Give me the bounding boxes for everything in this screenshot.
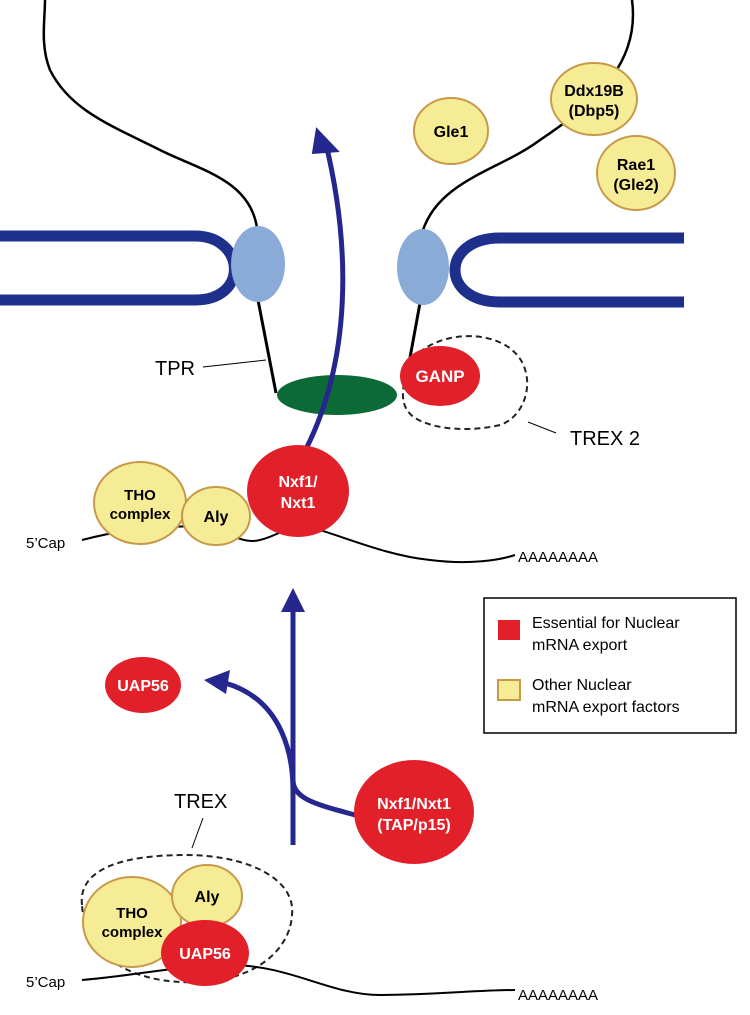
tpr-label: TPR — [155, 358, 195, 380]
uap56-free-label: UAP56 — [117, 678, 169, 695]
uap56-release-arrow — [224, 680, 296, 791]
tho-label-upper-line2: complex — [110, 506, 172, 523]
legend-swatch-other — [497, 679, 521, 701]
uap56-label-lower: UAP56 — [179, 946, 231, 963]
ganp-factor — [400, 346, 480, 406]
polya-label-lower: AAAAAAAA — [518, 987, 598, 1004]
uap56-factor-lower — [161, 920, 249, 986]
nuclear-basket — [277, 375, 397, 415]
rae1-factor — [596, 135, 676, 211]
cytoplasmic-filament-left — [42, 0, 259, 229]
trex2-pointer — [527, 421, 557, 434]
nuclear-envelope-right — [449, 232, 684, 308]
nuclear-envelope-left — [0, 230, 240, 306]
nxf1-join-arrow — [290, 779, 356, 818]
nxf1-tap-factor — [354, 760, 474, 864]
ganp-label: GANP — [415, 367, 464, 386]
nxf1-factor-upper — [247, 445, 349, 537]
nxf1-tap-label-line2: (TAP/p15) — [377, 817, 450, 834]
trex-pointer — [191, 817, 204, 849]
cap-label-lower: 5’Cap — [26, 974, 65, 991]
legend-box — [483, 597, 737, 734]
tpr-pointer — [202, 359, 267, 368]
basket-filament-left — [256, 299, 278, 394]
legend-other-line1: Other Nuclear — [532, 677, 632, 694]
tho-label-lower-line2: complex — [102, 924, 164, 941]
nuclear-pore-left — [231, 226, 285, 302]
export-arrow-upper-head — [311, 127, 340, 154]
nxf1-label-upper-line2: Nxt1 — [281, 495, 316, 512]
legend-essential-line1: Essential for Nuclear — [532, 615, 680, 632]
trex2-label: TREX 2 — [570, 428, 640, 450]
aly-label-upper: Aly — [204, 509, 229, 526]
tho-label-lower-line1: THO — [116, 905, 148, 922]
rae1-label-line2: (Gle2) — [613, 177, 658, 194]
nxf1-tap-label-line1: Nxf1/Nxt1 — [377, 796, 451, 813]
rae1-label-line1: Rae1 — [617, 157, 655, 174]
trex-label: TREX — [174, 791, 227, 813]
uap56-free-factor — [105, 657, 181, 713]
polya-label-upper: AAAAAAAA — [518, 549, 598, 566]
export-arrow-middle-head — [281, 588, 305, 612]
ddx19b-label-line2: (Dbp5) — [569, 103, 620, 120]
tho-label-upper-line1: THO — [124, 487, 156, 504]
cap-label-upper: 5’Cap — [26, 535, 65, 552]
gle1-factor — [413, 97, 489, 165]
trex2-dashed-outline — [401, 335, 529, 431]
aly-label-lower: Aly — [195, 889, 220, 906]
legend-essential-line2: mRNA export — [532, 637, 628, 654]
tho-complex-factor-lower — [82, 876, 182, 968]
nxf1-label-upper-line1: Nxf1/ — [278, 474, 318, 491]
aly-factor-upper — [181, 486, 251, 546]
ddx19b-factor — [550, 62, 638, 136]
nuclear-pore-right — [397, 229, 449, 305]
legend-swatch-essential — [498, 620, 520, 640]
gle1-label: Gle1 — [434, 124, 469, 141]
cytoplasmic-filament-right — [421, 0, 635, 231]
ddx19b-label-line1: Ddx19B — [564, 83, 624, 100]
uap56-release-arrow-head — [204, 670, 230, 694]
mrna-strand-lower — [81, 963, 516, 997]
export-arrow-upper — [304, 139, 346, 449]
legend-other-line2: mRNA export factors — [532, 699, 680, 716]
